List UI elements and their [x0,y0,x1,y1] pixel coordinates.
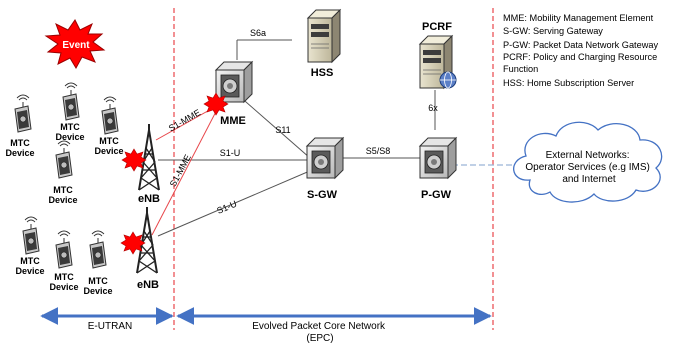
mtc-device-icon [22,216,40,255]
epc-label: Evolved Packet Core Network (EPC) [252,321,388,344]
mme-label: MME [220,115,246,127]
s1mme-top-label: S1-MME [167,107,202,133]
mtc-device-3 [101,96,119,135]
legend-pcrf: PCRF: Policy and Charging Resource [503,52,657,62]
mtc-device-6 [55,230,73,269]
enb-bottom-label: eNB [137,279,159,291]
cloud-icon [513,121,663,203]
mtc-device-icon [62,82,80,121]
mtc-device-2 [62,82,80,121]
mtc-device-1 [14,94,32,133]
s1u-top-label: S1-U [220,148,241,158]
enb-top-label: eNB [138,193,160,205]
mtc-device-5 [22,216,40,255]
enb-bottom-event-icon [120,231,146,255]
hss-label: HSS [311,67,334,79]
enb-top-tower-icon [138,123,160,191]
legend-sgw: S-GW: Serving Gateway [503,26,603,36]
s1mme-bottom-label: S1-MME [168,153,193,189]
pcrf-label: PCRF [422,21,452,33]
pgw-node-icon [419,137,457,179]
mtc-device-icon [55,140,73,179]
hss-server-icon [307,9,341,63]
link-s11 [237,94,311,159]
sgw-label: S-GW [307,189,338,201]
eutran-label: E-UTRAN [88,321,132,332]
mtc-device-4 [55,140,73,179]
legend-pgw: P-GW: Packet Data Network Gateway [503,40,658,50]
s6a-label: S6a [250,28,266,38]
link-s1u-bottom [157,169,313,237]
mtc-device-7 [89,230,107,269]
mme-node-icon [215,61,253,103]
pgw-label: P-GW [421,189,452,201]
sgw-node-icon [306,137,344,179]
globe-icon [439,71,457,89]
mme-event-icon [203,92,229,116]
legend-hss: HSS: Home Subscription Server [503,78,634,88]
event-label: Event [62,40,90,51]
gx-label: 6x [428,103,438,113]
event-burst-icon: Event [44,19,106,70]
s1u-bottom-label: S1-U [215,199,238,216]
mtc-device-icon [55,230,73,269]
legend-mme: MME: Mobility Management Element [503,13,654,23]
s5s8-label: S5/S8 [366,146,391,156]
enb-top-event-icon [121,148,147,172]
s11-label: S11 [275,125,290,135]
mtc-device-icon [89,230,107,269]
mtc-device-icon [101,96,119,135]
mtc-device-icon [14,94,32,133]
link-s1mme-bottom [151,99,223,236]
legend-pcrf-cont: Function [503,64,538,74]
legend: MME: Mobility Management Element S-GW: S… [503,13,658,88]
external-networks-label: External Networks: Operator Services (e.… [525,150,652,185]
